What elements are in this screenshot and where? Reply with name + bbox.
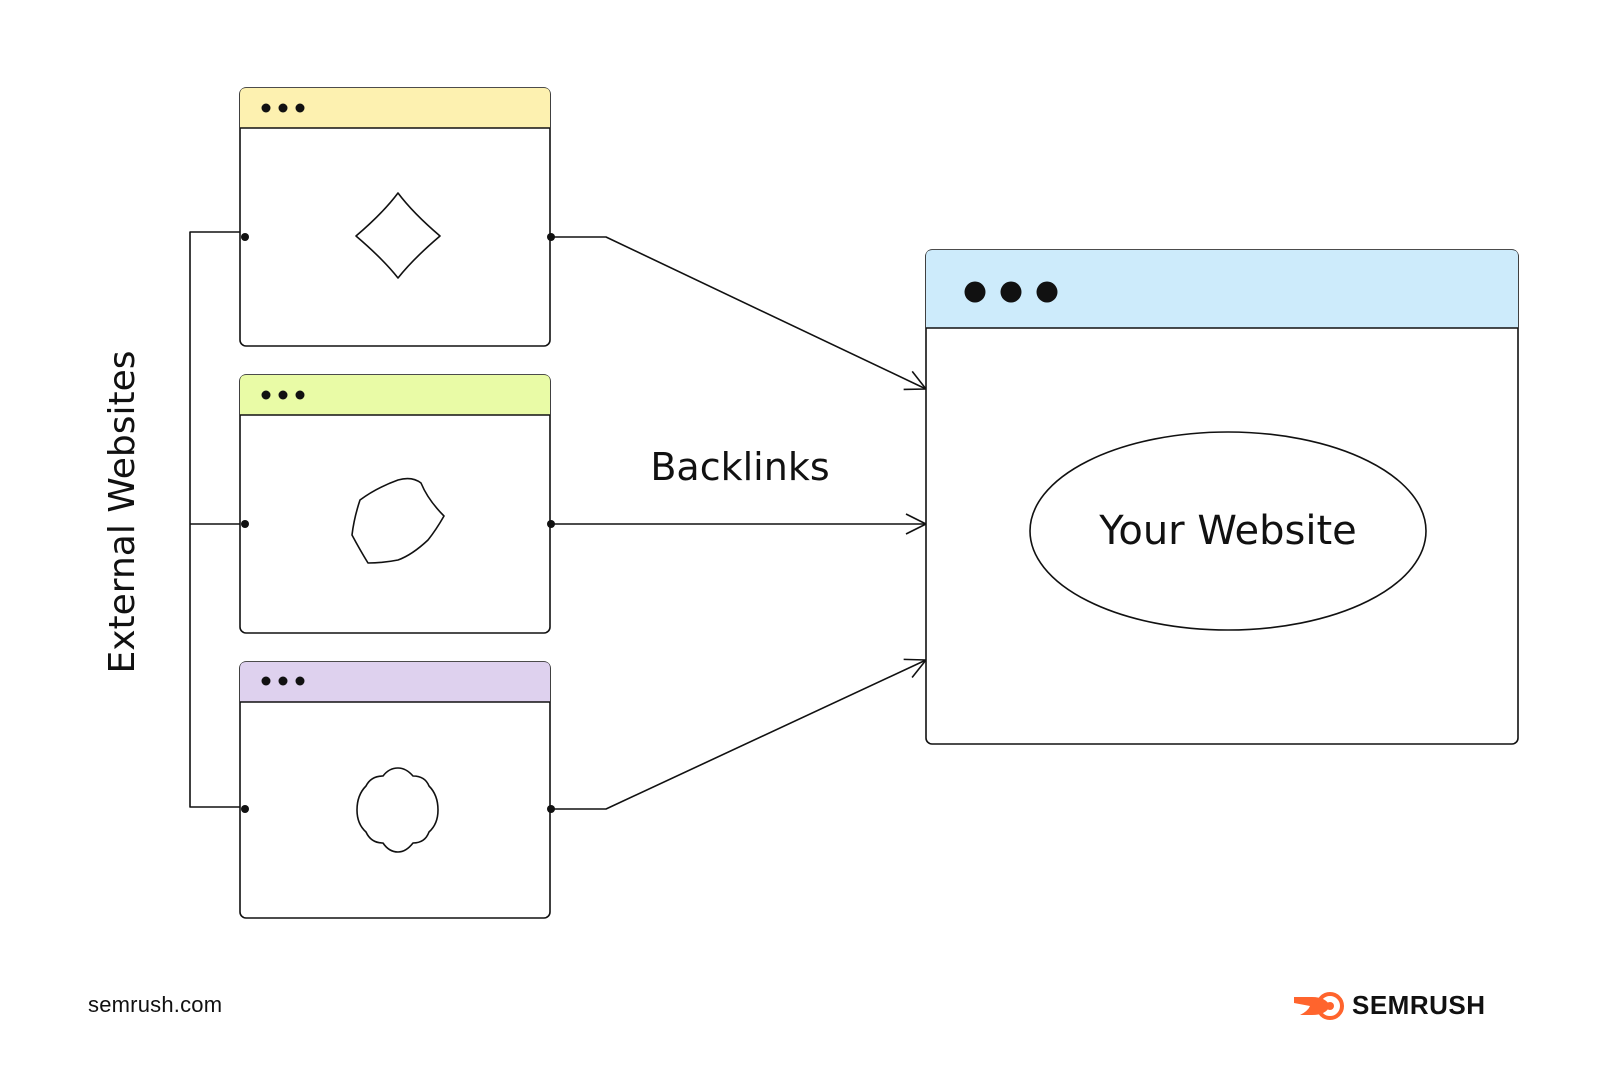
window-title-bar: [240, 662, 550, 702]
window-dot-icon: [261, 390, 271, 400]
your-website-label: Your Website: [1098, 508, 1357, 554]
window-dot-icon: [261, 103, 271, 113]
window-dot-icon: [278, 390, 288, 400]
your-website-ellipse: [1029, 431, 1427, 631]
semrush-logo: SEMRUSH: [1292, 990, 1486, 1021]
window-title-bar: [240, 375, 550, 415]
external-websites-label: External Websites: [102, 350, 143, 673]
footer-domain: semrush.com: [88, 992, 223, 1017]
window-dot-icon: [261, 676, 271, 686]
backlink-arrow-1: [550, 236, 927, 391]
window-dot-icon: [295, 390, 305, 400]
your-website-window: Your Website: [925, 249, 1519, 745]
semrush-flame-icon: [1294, 991, 1344, 1020]
window-dot-icon: [278, 103, 288, 113]
four-point-star-icon: [355, 192, 441, 279]
window-title-bar: [926, 250, 1518, 328]
backlinks-label: Backlinks: [650, 445, 829, 489]
window-dot-icon: [964, 281, 986, 303]
six-point-star-icon: [351, 477, 445, 564]
eight-point-star-icon: [356, 767, 439, 853]
window-dot-icon: [295, 103, 305, 113]
window-title-bar: [240, 88, 550, 128]
source-bracket: [189, 231, 241, 808]
window-dot-icon: [1000, 281, 1022, 303]
external-website-window-2: [239, 374, 555, 634]
external-website-window-1: [239, 87, 555, 347]
window-dot-icon: [295, 676, 305, 686]
window-dot-icon: [1036, 281, 1058, 303]
window-dot-icon: [278, 676, 288, 686]
external-website-window-3: [239, 661, 555, 919]
semrush-wordmark: SEMRUSH: [1352, 990, 1486, 1020]
backlink-arrow-3: [550, 658, 927, 810]
